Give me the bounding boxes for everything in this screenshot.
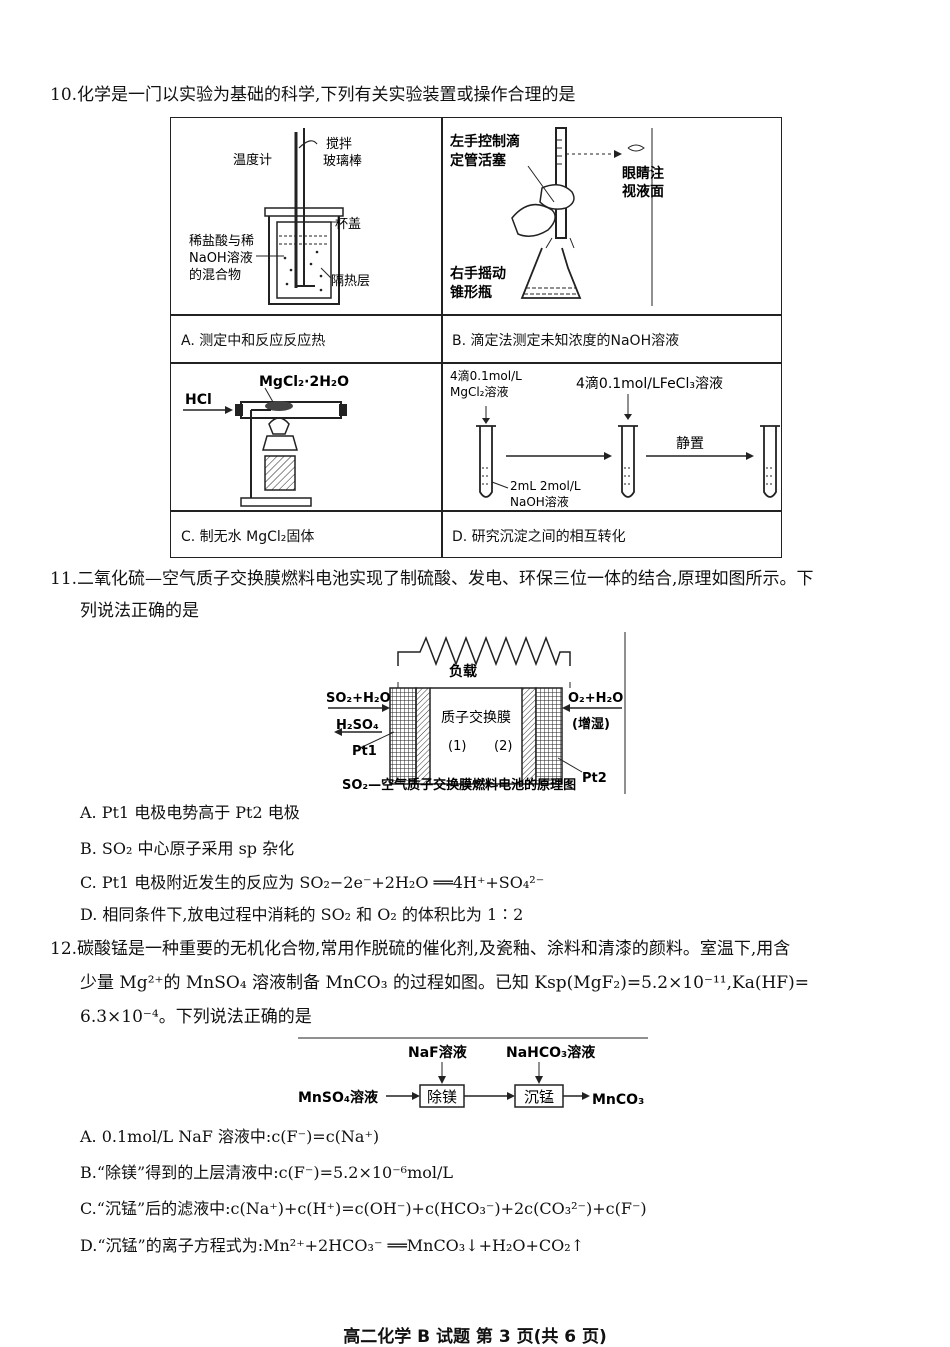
svg-text:NaHCO₃溶液: NaHCO₃溶液 (506, 1044, 596, 1061)
q10-stem: 10.化学是一门以实验为基础的科学,下列有关实验装置或操作合理的是 (50, 85, 576, 105)
svg-text:左手控制滴: 左手控制滴 (449, 133, 520, 150)
svg-text:稀盐酸与稀: 稀盐酸与稀 (189, 234, 254, 249)
caption-c: C. 制无水 MgCl₂固体 (181, 529, 315, 545)
svg-text:SO₂—空气质子交换膜燃料电池的原理图: SO₂—空气质子交换膜燃料电池的原理图 (342, 777, 576, 793)
calorimeter-diagram: 温度计 搅拌 玻璃棒 杯盖 稀盐酸与稀 NaOH溶液 的混合物 隔热层 (189, 128, 370, 305)
label-thermometer: 温度计 (233, 152, 272, 168)
fuel-cell-diagram: 负载 SO₂+H₂O H₂SO₄ Pt1 质子交换膜 (1) (2) O₂+H₂… (326, 632, 626, 794)
svg-text:Pt2: Pt2 (582, 771, 607, 786)
svg-text:2mL 2mol/L: 2mL 2mol/L (510, 479, 581, 493)
mnco3-flow-diagram: NaF溶液 NaHCO₃溶液 MnSO₄溶液 除镁 沉锰 MnCO₃ (298, 1037, 648, 1108)
svg-text:除镁: 除镁 (427, 1088, 457, 1106)
q12-option-a[interactable]: A. 0.1mol/L NaF 溶液中:c(F⁻)=c(Na⁺) (80, 1127, 380, 1146)
q12-option-d[interactable]: D.“沉锰”的离子方程式为:Mn²⁺+2HCO₃⁻ ══MnCO₃↓+H₂O+C… (80, 1236, 585, 1255)
q11-option-b[interactable]: B. SO₂ 中心原子采用 sp 杂化 (80, 839, 295, 858)
q12-stem-line1: 12.碳酸锰是一种重要的无机化合物,常用作脱硫的催化剂,及瓷釉、涂料和清漆的颜料… (50, 939, 791, 959)
svg-text:MnSO₄溶液: MnSO₄溶液 (298, 1089, 379, 1106)
q12-option-b[interactable]: B.“除镁”得到的上层清液中:c(F⁻)=5.2×10⁻⁶mol/L (80, 1163, 454, 1182)
svg-text:负载: 负载 (449, 663, 477, 680)
precipitate-conversion-diagram: 4滴0.1mol/L MgCl₂溶液 4滴0.1mol/LFeCl₃溶液 2mL… (450, 368, 780, 509)
titration-diagram: 左手控制滴 定管活塞 眼睛注 视液面 右手摇动 锥形瓶 (449, 127, 664, 306)
svg-text:MgCl₂溶液: MgCl₂溶液 (450, 384, 509, 399)
svg-text:质子交换膜: 质子交换膜 (441, 709, 511, 726)
heating-apparatus-diagram: HCl MgCl₂·2H₂O (183, 374, 349, 507)
svg-text:SO₂+H₂O: SO₂+H₂O (326, 691, 391, 706)
svg-text:(2): (2) (494, 739, 512, 754)
svg-text:玻璃棒: 玻璃棒 (323, 154, 362, 169)
svg-text:4滴0.1mol/LFeCl₃溶液: 4滴0.1mol/LFeCl₃溶液 (576, 375, 723, 392)
caption-a: A. 测定中和反应反应热 (181, 333, 326, 349)
apparatus-table: 温度计 搅拌 玻璃棒 杯盖 稀盐酸与稀 NaOH溶液 的混合物 隔热层 A. 测… (170, 117, 782, 558)
svg-text:锥形瓶: 锥形瓶 (450, 284, 492, 301)
svg-text:NaF溶液: NaF溶液 (408, 1044, 468, 1061)
svg-text:MgCl₂·2H₂O: MgCl₂·2H₂O (259, 374, 349, 390)
q11-option-c[interactable]: C. Pt1 电极附近发生的反应为 SO₂−2e⁻+2H₂O ══4H⁺+SO₄… (80, 873, 545, 892)
svg-text:定管活塞: 定管活塞 (450, 152, 507, 169)
svg-text:搅拌: 搅拌 (326, 136, 352, 152)
q11-option-a[interactable]: A. Pt1 电极电势高于 Pt2 电极 (80, 803, 300, 822)
q12-option-c[interactable]: C.“沉锰”后的滤液中:c(Na⁺)+c(H⁺)=c(OH⁻)+c(HCO₃⁻)… (80, 1199, 647, 1218)
svg-text:Pt1: Pt1 (352, 744, 377, 759)
svg-text:静置: 静置 (676, 436, 704, 452)
q12-stem-line3: 6.3×10⁻⁴。下列说法正确的是 (80, 1007, 312, 1027)
svg-text:(增湿): (增湿) (572, 716, 610, 732)
caption-d: D. 研究沉淀之间的相互转化 (452, 529, 626, 545)
svg-text:视液面: 视液面 (622, 183, 664, 200)
svg-text:眼睛注: 眼睛注 (622, 165, 664, 182)
svg-text:O₂+H₂O: O₂+H₂O (568, 691, 623, 706)
page-footer: 高二化学 B 试题 第 3 页(共 6 页) (343, 1327, 607, 1347)
svg-text:的混合物: 的混合物 (189, 267, 241, 283)
svg-text:右手摇动: 右手摇动 (449, 265, 506, 282)
q11-option-d[interactable]: D. 相同条件下,放电过程中消耗的 SO₂ 和 O₂ 的体积比为 1∶2 (80, 905, 524, 924)
svg-text:HCl: HCl (185, 392, 212, 408)
svg-text:H₂SO₄: H₂SO₄ (336, 718, 379, 733)
svg-text:沉锰: 沉锰 (524, 1088, 554, 1106)
q12-stem-line2: 少量 Mg²⁺的 MnSO₄ 溶液制备 MnCO₃ 的过程如图。已知 Ksp(M… (80, 973, 809, 993)
svg-text:NaOH溶液: NaOH溶液 (510, 494, 569, 509)
svg-text:4滴0.1mol/L: 4滴0.1mol/L (450, 368, 522, 383)
svg-text:MnCO₃: MnCO₃ (592, 1092, 644, 1108)
svg-text:杯盖: 杯盖 (335, 217, 361, 232)
svg-text:隔热层: 隔热层 (331, 274, 370, 289)
q11-stem-line2: 列说法正确的是 (80, 601, 199, 621)
caption-b: B. 滴定法测定未知浓度的NaOH溶液 (452, 333, 680, 349)
svg-text:NaOH溶液: NaOH溶液 (189, 251, 253, 266)
svg-text:(1): (1) (448, 739, 466, 754)
q11-stem-line1: 11.二氧化硫—空气质子交换膜燃料电池实现了制硫酸、发电、环保三位一体的结合,原… (50, 569, 814, 589)
